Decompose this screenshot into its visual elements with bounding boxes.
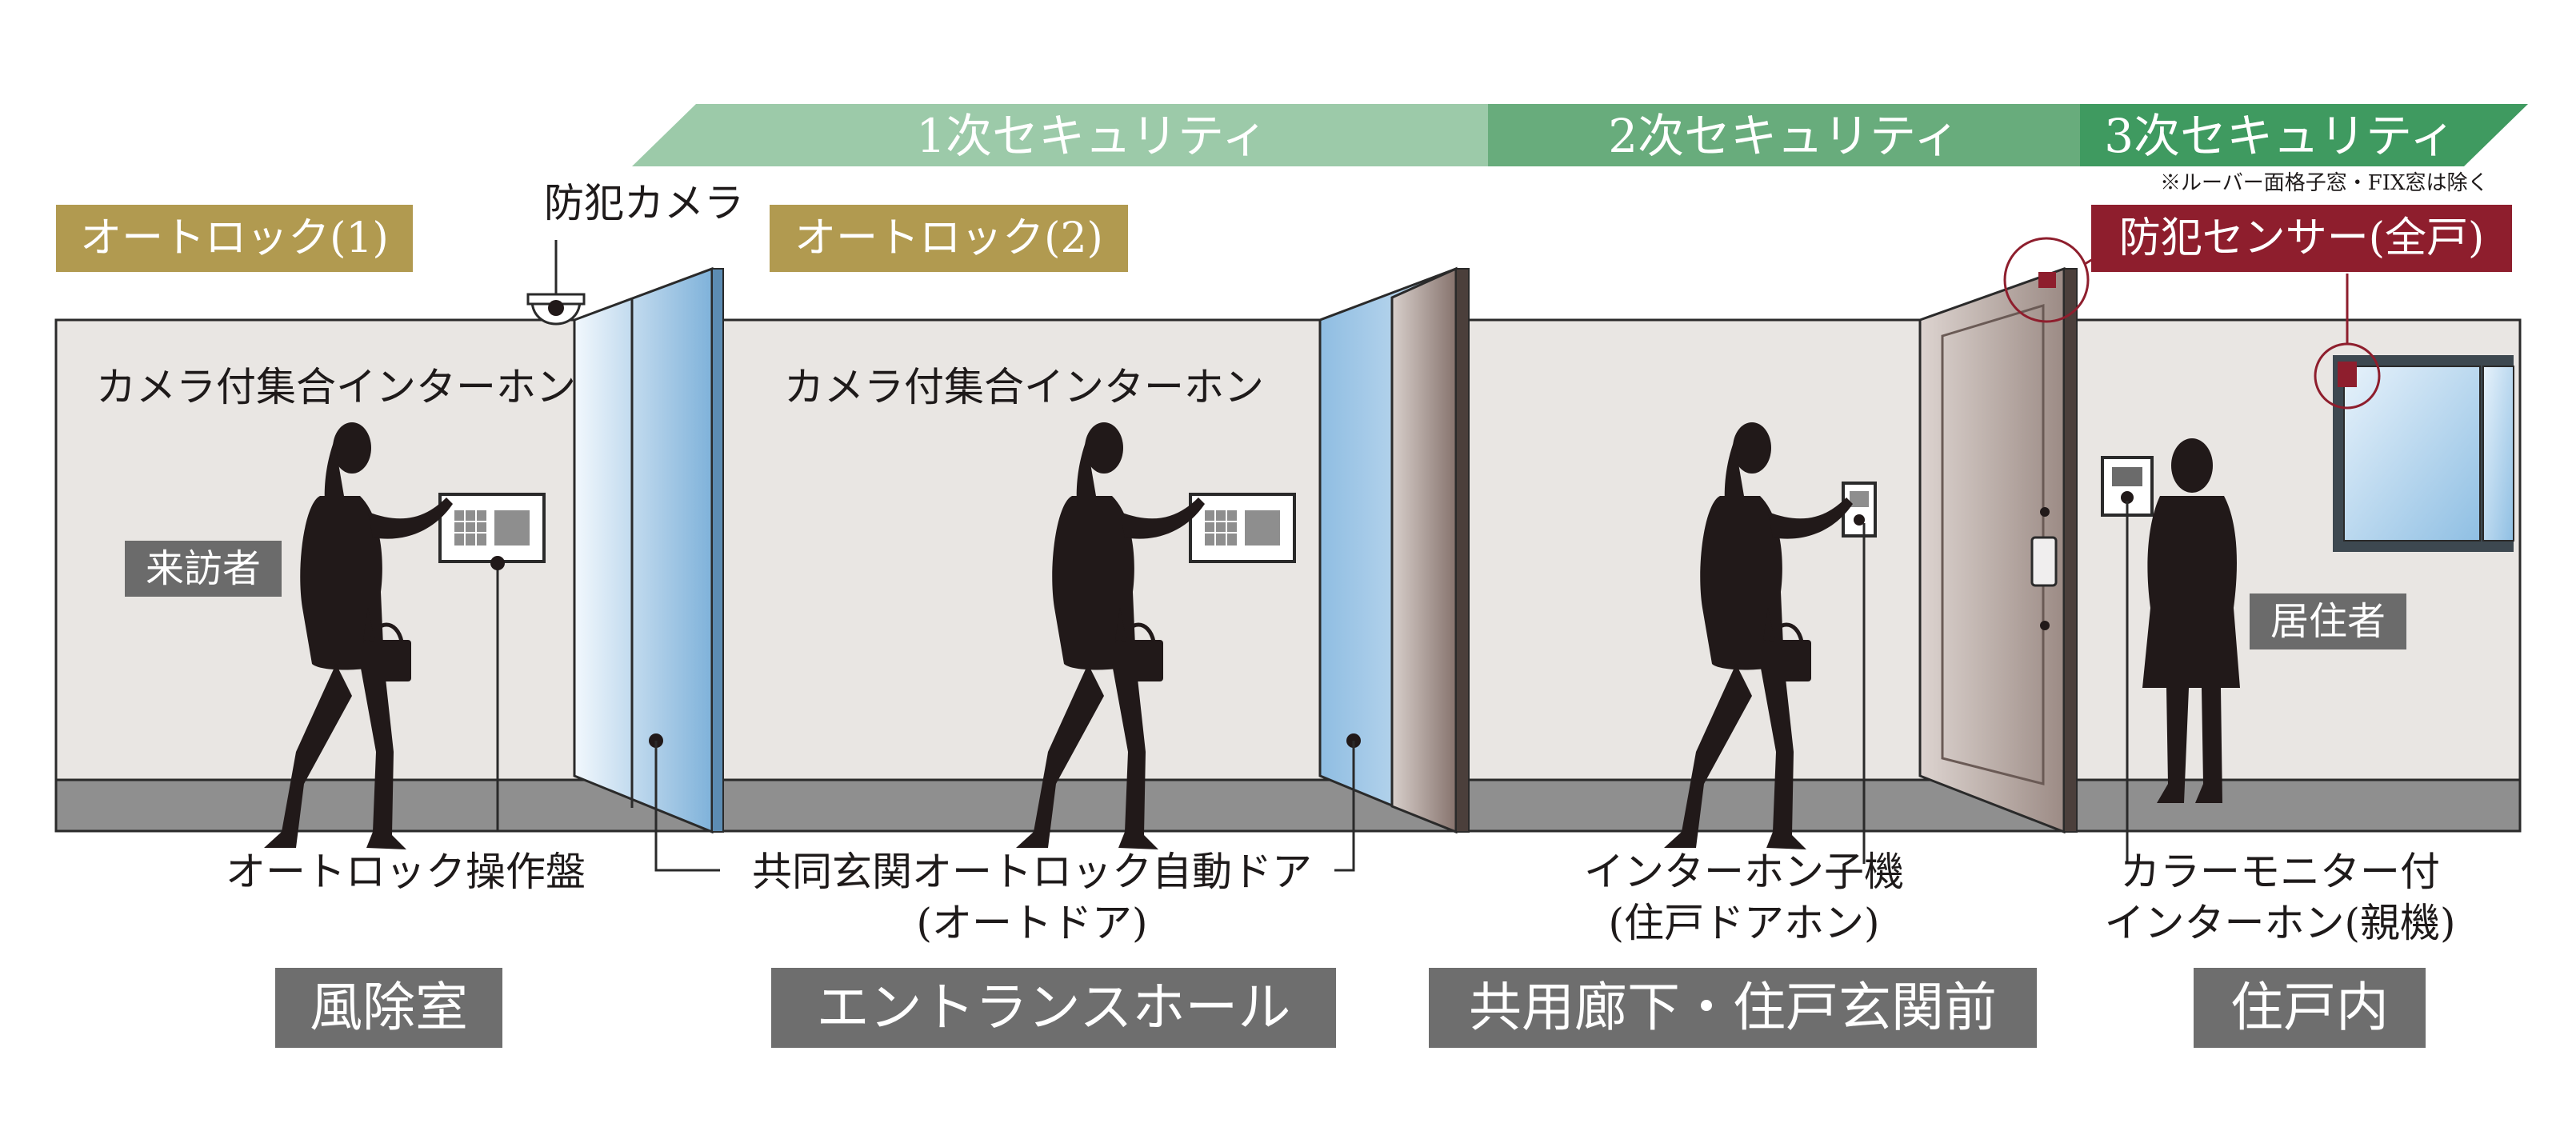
autolock-panel-label: オートロック操作盤 xyxy=(226,849,586,895)
area-unit-interior: 住戸内 xyxy=(2194,968,2426,1048)
auto-door-label: 共同玄関オートロック自動ドア xyxy=(752,849,1312,895)
autolock-1-tag: オートロック(1) xyxy=(56,205,413,272)
autolock-2-tag: オートロック(2) xyxy=(770,205,1128,272)
door-handset-sublabel: (住戸ドアホン) xyxy=(1608,900,1880,946)
door-handset-label: インターホン子機 xyxy=(1584,849,1904,895)
intercom-label-2: カメラ付集合インターホン xyxy=(784,364,1264,410)
area-entrance-hall: エントランスホール xyxy=(771,968,1336,1048)
visitor-tag: 来訪者 xyxy=(125,541,282,597)
window-exclusion-note: ※ルーバー面格子窓・FIX窓は除く xyxy=(2160,171,2489,195)
security-camera-label: 防犯カメラ xyxy=(544,180,744,226)
security-sensor-tag: 防犯センサー(全戸) xyxy=(2091,205,2512,272)
security-level-2-label: 2次セキュリティ xyxy=(1608,109,1960,163)
auto-door-sublabel: (オートドア) xyxy=(916,900,1148,946)
intercom-label-1: カメラ付集合インターホン xyxy=(96,364,576,410)
security-bar-2 xyxy=(1488,104,2080,166)
security-level-1-label: 1次セキュリティ xyxy=(916,109,1268,163)
security-bar-3 xyxy=(2080,104,2528,166)
color-monitor-sublabel: インターホン(親機) xyxy=(2104,900,2456,946)
area-corridor: 共用廊下・住戸玄関前 xyxy=(1429,968,2037,1048)
area-wind-room: 風除室 xyxy=(275,968,502,1048)
security-level-3-label: 3次セキュリティ xyxy=(2104,109,2456,163)
color-monitor-label: カラーモニター付 xyxy=(2120,849,2440,895)
resident-tag: 居住者 xyxy=(2250,593,2406,649)
